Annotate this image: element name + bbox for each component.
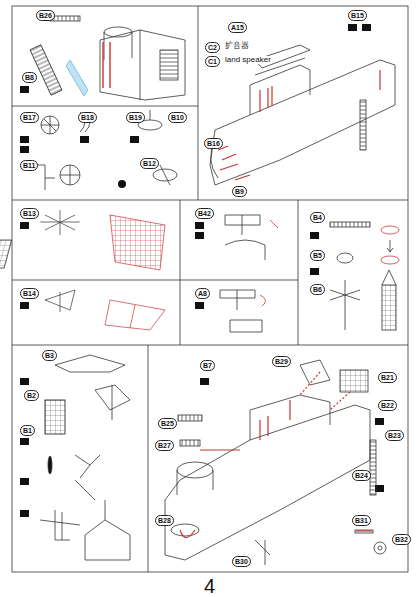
callout-number: B42 bbox=[195, 208, 214, 219]
callout-number: B8 bbox=[22, 72, 37, 83]
callout-number: B13 bbox=[20, 208, 39, 219]
callout-number: A15 bbox=[228, 22, 247, 33]
callout-number: B1 bbox=[20, 425, 35, 436]
callout-number: B14 bbox=[20, 288, 39, 299]
callout-number: B17 bbox=[20, 112, 39, 123]
callout-number: B32 bbox=[392, 534, 411, 545]
callout-number: B11 bbox=[20, 160, 38, 171]
callout-number: C1 bbox=[205, 56, 220, 67]
callout-number: B22 bbox=[378, 400, 397, 411]
callout-number: C2 bbox=[205, 42, 220, 53]
callout-number: B24 bbox=[352, 470, 371, 481]
part-note: land speaker bbox=[224, 56, 272, 64]
part-note: 扩音器 bbox=[224, 42, 250, 50]
callout-number: B10 bbox=[168, 112, 187, 123]
callout-number: B6 bbox=[310, 284, 325, 295]
callout-number: B29 bbox=[272, 356, 291, 367]
page-number: 4 bbox=[204, 576, 215, 596]
callout-number: B16 bbox=[204, 138, 223, 149]
callout-number: B7 bbox=[200, 360, 215, 371]
callout-number: B9 bbox=[232, 186, 247, 197]
callout-number: B23 bbox=[385, 430, 404, 441]
callout-number: B4 bbox=[310, 212, 325, 223]
callout-number: B30 bbox=[232, 556, 251, 567]
callout-number: B25 bbox=[158, 418, 177, 429]
callout-number: B2 bbox=[24, 390, 39, 401]
callout-number: B28 bbox=[155, 515, 174, 526]
callout-number: A8 bbox=[195, 288, 210, 299]
callout-number: B18 bbox=[78, 112, 97, 123]
callout-number: B12 bbox=[140, 158, 159, 169]
callout-number: B3 bbox=[42, 350, 57, 361]
callout-number: B15 bbox=[348, 10, 367, 21]
callout-number: B27 bbox=[155, 440, 174, 451]
callout-number: B5 bbox=[310, 250, 325, 261]
callout-number: B19 bbox=[126, 112, 145, 123]
callout-number: B26 bbox=[36, 10, 55, 21]
callout-number: B21 bbox=[378, 372, 397, 383]
callout-number: B31 bbox=[352, 515, 371, 526]
